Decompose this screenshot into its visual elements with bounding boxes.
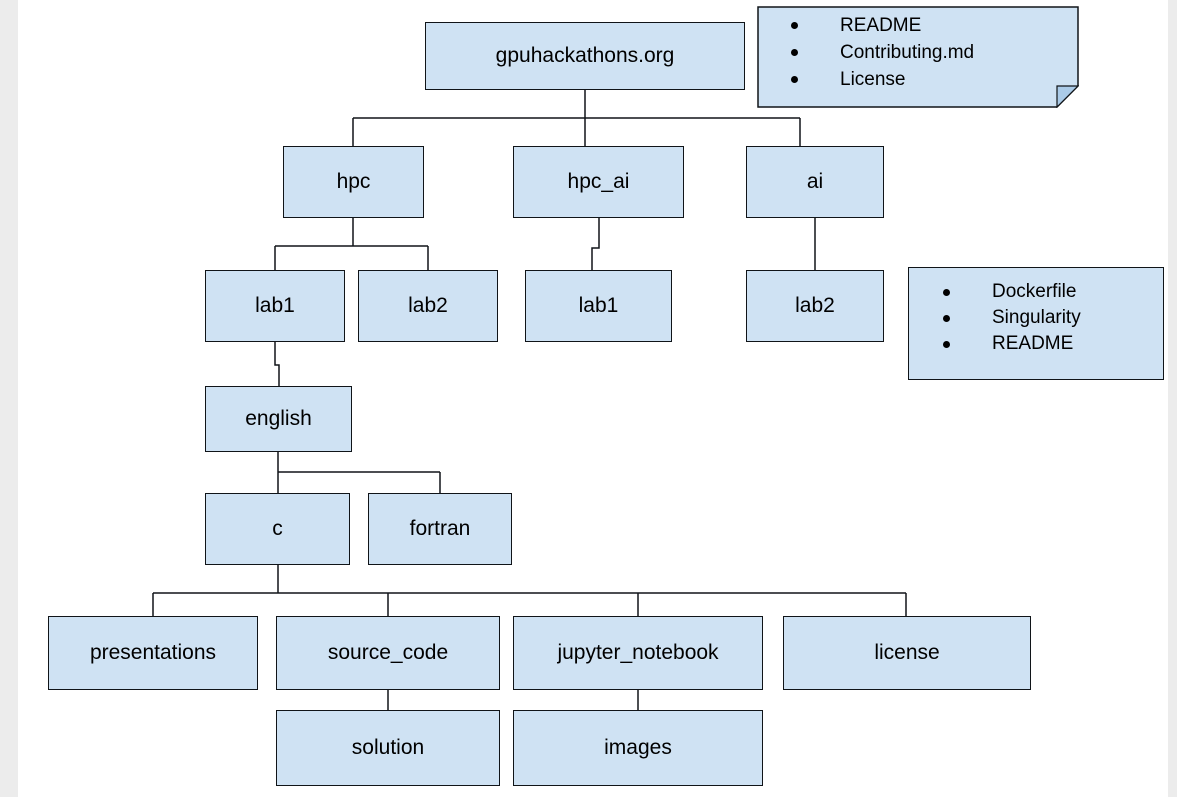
node-lab1-hpc: lab1 bbox=[205, 270, 345, 342]
note-item: README bbox=[943, 331, 1163, 357]
folded-corner-shape bbox=[757, 6, 1079, 108]
node-license: license bbox=[783, 616, 1031, 690]
node-label: images bbox=[604, 736, 672, 760]
node-label: lab2 bbox=[795, 294, 835, 318]
node-solution: solution bbox=[276, 710, 500, 786]
node-label: hpc bbox=[336, 170, 371, 194]
node-label: lab1 bbox=[578, 294, 619, 318]
node-label: english bbox=[245, 407, 312, 431]
note-item-label: README bbox=[992, 333, 1074, 354]
node-label: hpc_ai bbox=[567, 170, 630, 194]
note-item-list: README Contributing.md License bbox=[757, 6, 1079, 93]
node-lab1-hpc-ai: lab1 bbox=[525, 270, 672, 342]
node-jupyter-notebook: jupyter_notebook bbox=[513, 616, 763, 690]
node-hpc: hpc bbox=[283, 146, 424, 218]
node-fortran: fortran bbox=[368, 493, 512, 565]
note-repo-root-files: README Contributing.md License bbox=[757, 6, 1079, 108]
bullet-icon bbox=[943, 340, 950, 348]
node-c: c bbox=[205, 493, 350, 565]
connector-english-children bbox=[277, 452, 441, 493]
node-label: c bbox=[272, 517, 283, 541]
left-gutter bbox=[0, 0, 18, 797]
node-presentations: presentations bbox=[48, 616, 258, 690]
bullet-icon bbox=[943, 288, 950, 296]
note-item: Contributing.md bbox=[791, 39, 1079, 66]
note-item: README bbox=[791, 12, 1079, 39]
node-label: solution bbox=[351, 736, 425, 760]
node-label: jupyter_notebook bbox=[557, 641, 719, 665]
node-label: presentations bbox=[89, 641, 217, 665]
node-lab2-ai: lab2 bbox=[746, 270, 884, 342]
node-label: ai bbox=[806, 170, 824, 194]
note-item: Singularity bbox=[943, 305, 1163, 331]
node-gpuhackathons-org: gpuhackathons.org bbox=[425, 22, 745, 90]
note-lab-files: Dockerfile Singularity README bbox=[908, 267, 1164, 380]
note-item-label: Dockerfile bbox=[992, 281, 1077, 302]
note-item: License bbox=[791, 66, 1079, 93]
note-item: Dockerfile bbox=[943, 279, 1163, 305]
note-item-label: README bbox=[840, 14, 922, 36]
node-source-code: source_code bbox=[276, 616, 500, 690]
node-label: gpuhackathons.org bbox=[495, 44, 675, 68]
node-label: fortran bbox=[409, 517, 471, 541]
node-label: lab2 bbox=[408, 294, 448, 318]
node-ai: ai bbox=[746, 146, 884, 218]
connector-hpc-children bbox=[274, 218, 429, 270]
bullet-icon bbox=[943, 314, 950, 322]
bullet-icon bbox=[791, 49, 798, 56]
note-item-list: Dockerfile Singularity README bbox=[909, 268, 1163, 357]
node-label: source_code bbox=[327, 641, 449, 665]
note-item-label: License bbox=[840, 68, 906, 90]
connector-c-children bbox=[152, 565, 907, 616]
node-images: images bbox=[513, 710, 763, 786]
right-gutter bbox=[1168, 0, 1177, 797]
connector-root-children bbox=[352, 90, 801, 146]
node-label: license bbox=[874, 641, 940, 665]
node-lab2-hpc: lab2 bbox=[358, 270, 498, 342]
connector-hpcai-lab1 bbox=[591, 218, 600, 270]
bullet-icon bbox=[791, 22, 798, 29]
connector-lab1-english bbox=[274, 342, 280, 386]
node-hpc-ai: hpc_ai bbox=[513, 146, 684, 218]
note-item-label: Contributing.md bbox=[840, 41, 975, 63]
bullet-icon bbox=[791, 76, 798, 83]
node-english: english bbox=[205, 386, 352, 452]
node-label: lab1 bbox=[255, 294, 295, 318]
note-item-label: Singularity bbox=[992, 307, 1081, 328]
